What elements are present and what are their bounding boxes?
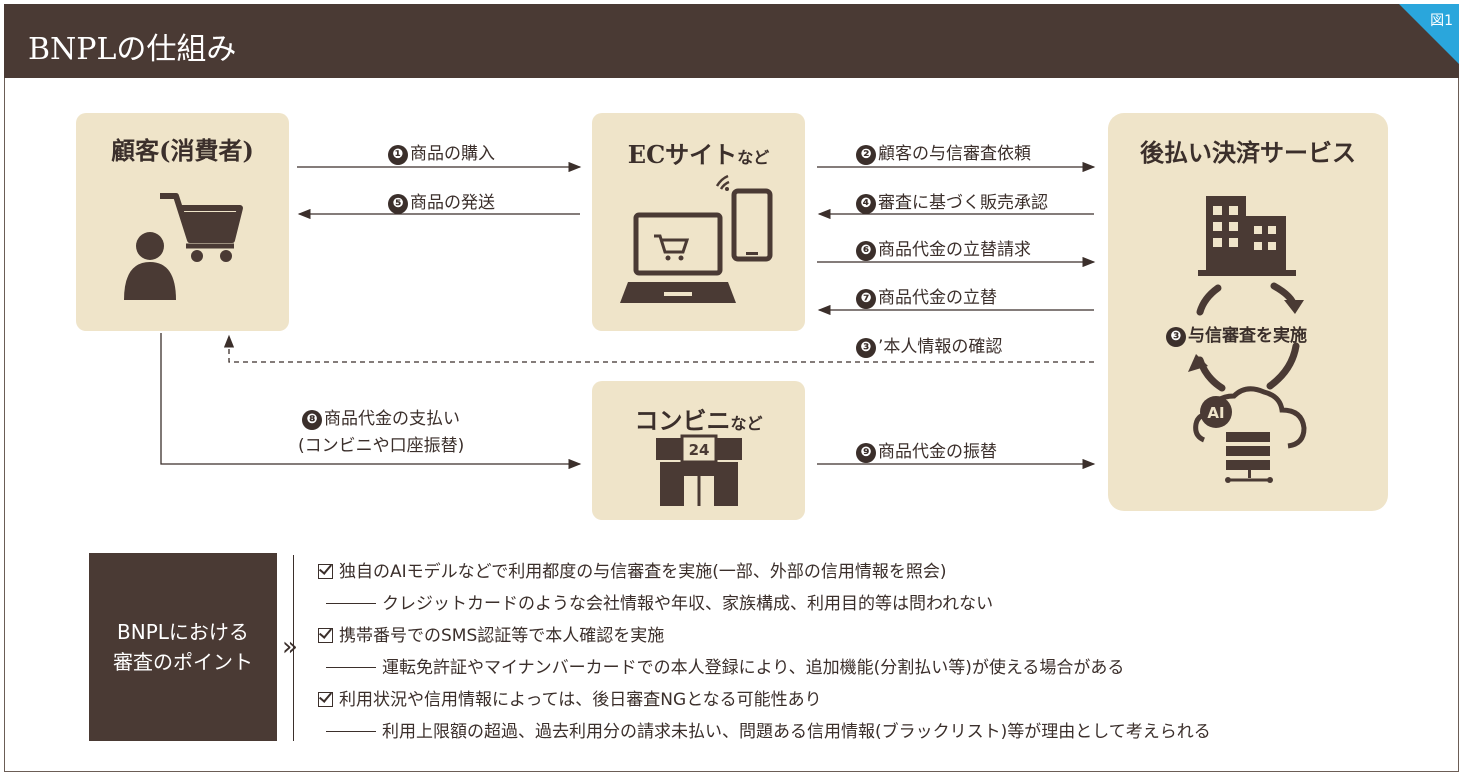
store-number: 24 [689, 441, 710, 459]
point-text: 携帯番号でのSMS認証等で本人確認を実施 [339, 626, 665, 646]
point-subtext: クレジットカードのような会社情報や年収、家族構成、利用目的等は問われない [382, 594, 994, 614]
customer-icon [124, 193, 243, 300]
store-icon: 24 [656, 434, 742, 506]
num-badge: ❻ [856, 241, 876, 261]
checkbox-icon [318, 564, 333, 579]
convenience-title-main: コンビニ [634, 406, 731, 435]
ec-title: ECサイトなど [592, 135, 805, 170]
flow-text: 商品代金の立替 [878, 288, 997, 308]
points-title-line2: 審査のポイント [113, 650, 253, 674]
flow-text: 商品代金の立替請求 [878, 240, 1031, 260]
bnpl-review-text: 与信審査を実施 [1188, 326, 1307, 346]
cycle-arrowheads [1188, 300, 1304, 372]
flow-text: ’本人情報の確認 [878, 337, 1003, 357]
header-bar: BNPLの仕組み [4, 4, 1459, 78]
flow-label-payment-note: (コンビニや口座振替) [298, 436, 465, 456]
num-badge: ❸ [1166, 327, 1186, 347]
point-subtext: 利用上限額の超過、過去利用分の請求未払い、問題ある信用情報(ブラックリスト)等が… [382, 722, 1211, 742]
dash-line [326, 602, 376, 604]
bnpl-title: 後払い決済サービス [1140, 138, 1356, 167]
flow-text: 商品代金の支払い [324, 409, 460, 429]
num-badge: ❸ [856, 338, 876, 358]
chevron-right-icon: » [282, 632, 298, 662]
flow-text: 審査に基づく販売承認 [878, 193, 1048, 213]
convenience-title-suffix: など [730, 414, 763, 433]
num-badge: ❷ [856, 145, 876, 165]
flow-text: 顧客の与信審査依頼 [878, 144, 1031, 164]
checkbox-icon [318, 628, 333, 643]
point-subtext: 運転免許証やマイナンバーカードでの本人登録により、追加機能(分割払い等)が使える… [382, 658, 1125, 678]
ec-title-main: ECサイト [627, 140, 738, 169]
flow-text: 商品の発送 [410, 193, 495, 213]
page-title: BNPLの仕組み [28, 32, 237, 67]
point-item-3-main: 利用状況や信用情報によっては、後日審査NGとなる可能性あり [318, 685, 822, 710]
ai-badge-text: AI [1207, 404, 1224, 422]
figure-tag: 図1 [1389, 4, 1459, 64]
ec-title-suffix: など [737, 148, 770, 167]
point-item-3-sub: 利用上限額の超過、過去利用分の請求未払い、問題ある信用情報(ブラックリスト)等が… [326, 717, 1211, 742]
num-badge: ❹ [856, 194, 876, 214]
ec-device-icon [620, 174, 773, 303]
arrow-payment [160, 333, 582, 470]
point-text: 独自のAIモデルなどで利用都度の与信審査を実施(一部、外部の信用情報を照会) [339, 562, 947, 582]
num-badge: ❼ [856, 289, 876, 309]
point-text: 利用状況や信用情報によっては、後日審査NGとなる可能性あり [339, 690, 822, 710]
bnpl-building-icon [1198, 196, 1296, 276]
point-item-2-sub: 運転免許証やマイナンバーカードでの本人登録により、追加機能(分割払い等)が使える… [326, 653, 1124, 678]
flow-text: 商品の購入 [410, 144, 495, 164]
num-badge: ❾ [856, 443, 876, 463]
num-badge: ❶ [388, 145, 408, 165]
points-title-box: BNPLにおける審査のポイント [89, 553, 277, 741]
point-item-1-main: 独自のAIモデルなどで利用都度の与信審査を実施(一部、外部の信用情報を照会) [318, 557, 947, 582]
point-item-2-main: 携帯番号でのSMS認証等で本人確認を実施 [318, 621, 664, 646]
arrow-identity-check [223, 334, 1094, 363]
points-title-line1: BNPLにおける [117, 620, 249, 644]
dash-line [326, 730, 376, 732]
checkbox-icon [318, 692, 333, 707]
flow-label-identity-check: ❸’本人情報の確認 [856, 332, 1002, 358]
flow-text: 商品代金の振替 [878, 442, 997, 462]
num-badge: ❽ [302, 410, 322, 430]
customer-title: 顧客(消費者) [111, 136, 254, 165]
cycle-arrows-icon [1196, 282, 1300, 392]
points-title: BNPLにおける審査のポイント [89, 617, 277, 677]
dash-line [326, 666, 376, 668]
convenience-title: コンビニなど [592, 401, 805, 436]
figure-tag-label: 図1 [1430, 13, 1453, 29]
divider [293, 555, 294, 741]
cloud-server-icon: AI [1193, 386, 1307, 483]
num-badge: ❺ [388, 194, 408, 214]
point-item-1-sub: クレジットカードのような会社情報や年収、家族構成、利用目的等は問われない [326, 589, 993, 614]
